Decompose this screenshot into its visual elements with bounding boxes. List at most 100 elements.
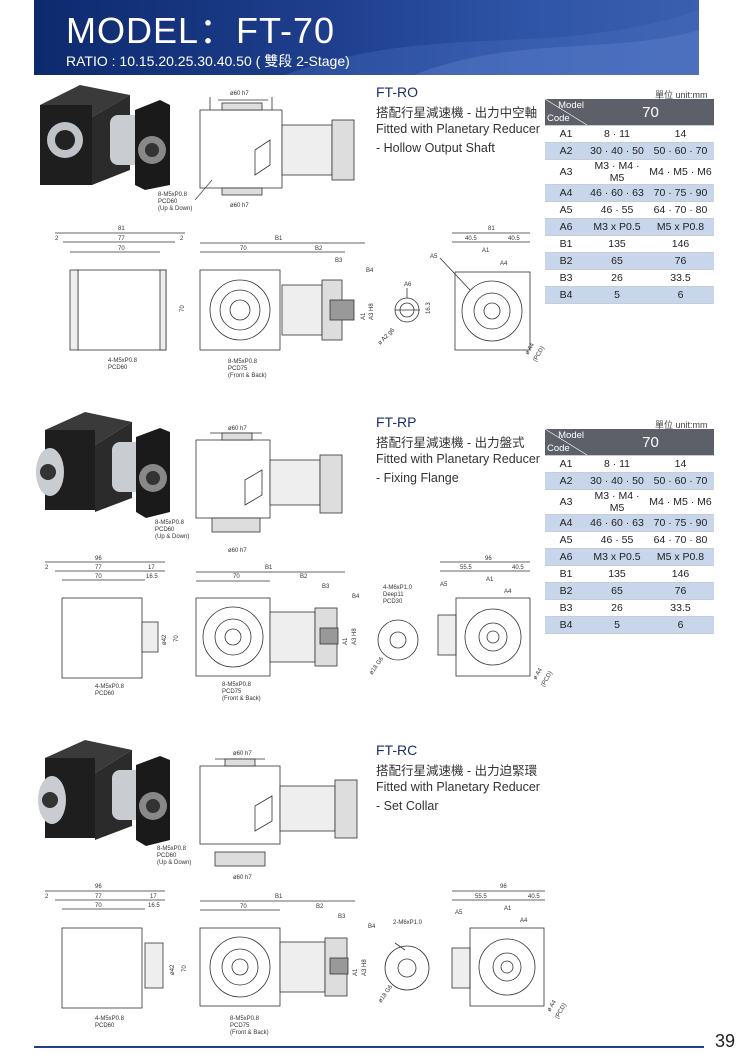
svg-text:A6: A6 xyxy=(404,282,412,288)
svg-text:A3 H8: A3 H8 xyxy=(352,628,358,645)
svg-text:96: 96 xyxy=(485,556,492,562)
svg-text:70: 70 xyxy=(95,574,102,580)
svg-text:8-M5xP0.8: 8-M5xP0.8 xyxy=(158,192,188,198)
section-code: FT-RC xyxy=(376,742,418,758)
section-ft-ro: FT-RO 搭配行星減速機 - 出力中空軸 Fitted with Planet… xyxy=(0,0,753,400)
svg-text:A5: A5 xyxy=(440,582,448,588)
svg-text:ø18 G6: ø18 G6 xyxy=(369,656,386,676)
section-en-line1: Fitted with Planetary Reducer xyxy=(376,780,540,794)
svg-text:B3: B3 xyxy=(335,258,343,264)
svg-text:8-M5xP0.8: 8-M5xP0.8 xyxy=(155,520,185,526)
section-en-line2: - Fixing Flange xyxy=(376,471,459,485)
svg-text:55.5: 55.5 xyxy=(475,894,487,900)
svg-text:ø42: ø42 xyxy=(162,634,168,645)
svg-text:(Up & Down): (Up & Down) xyxy=(155,534,189,540)
svg-text:ø A4: ø A4 xyxy=(547,999,559,1013)
svg-text:77: 77 xyxy=(118,236,125,242)
svg-text:ø60 h7: ø60 h7 xyxy=(228,548,247,554)
svg-text:A1: A1 xyxy=(353,968,359,976)
svg-text:A3 H8: A3 H8 xyxy=(362,959,368,976)
svg-text:ø60 h7: ø60 h7 xyxy=(233,875,252,881)
svg-text:A4: A4 xyxy=(500,261,508,267)
svg-text:4-M6xP1.0: 4-M6xP1.0 xyxy=(383,585,413,591)
footer-rule xyxy=(34,1046,704,1048)
svg-text:ø60 h7: ø60 h7 xyxy=(228,426,247,432)
svg-text:81: 81 xyxy=(118,226,125,232)
svg-text:(PCD): (PCD) xyxy=(555,1003,569,1020)
section-code: FT-RO xyxy=(376,84,418,100)
svg-text:ø A4: ø A4 xyxy=(525,342,537,356)
svg-text:8-M5xP0.8: 8-M5xP0.8 xyxy=(222,682,252,688)
svg-text:A3 H8: A3 H8 xyxy=(369,303,375,320)
svg-text:70: 70 xyxy=(240,246,247,252)
svg-text:(Front & Back): (Front & Back) xyxy=(222,696,261,702)
svg-text:A5: A5 xyxy=(455,910,463,916)
svg-text:96: 96 xyxy=(95,556,102,562)
svg-text:96: 96 xyxy=(500,884,507,890)
page-number: 39 xyxy=(715,1031,736,1051)
svg-text:PCD30: PCD30 xyxy=(383,599,403,605)
svg-text:PCD60: PCD60 xyxy=(155,527,175,533)
svg-text:ø60 h7: ø60 h7 xyxy=(230,91,249,97)
svg-text:ø60 h7: ø60 h7 xyxy=(233,751,252,757)
svg-text:ø60 h7: ø60 h7 xyxy=(230,203,249,209)
section-zh-title: 搭配行星減速機 - 出力中空軸 xyxy=(376,106,538,120)
svg-text:B1: B1 xyxy=(275,894,283,900)
unit-label: 單位 unit:mm xyxy=(655,90,708,100)
section-en-line1: Fitted with Planetary Reducer xyxy=(376,122,540,136)
svg-text:17: 17 xyxy=(148,565,155,571)
svg-text:PCD60: PCD60 xyxy=(95,1023,115,1029)
svg-text:77: 77 xyxy=(95,565,102,571)
product-render xyxy=(40,85,170,190)
svg-text:A1: A1 xyxy=(504,906,512,912)
svg-text:B2: B2 xyxy=(300,574,308,580)
svg-text:PCD75: PCD75 xyxy=(228,366,248,372)
header-wave-decoration xyxy=(284,10,699,75)
svg-text:55.5: 55.5 xyxy=(460,565,472,571)
svg-text:(PCD): (PCD) xyxy=(533,346,547,363)
product-render xyxy=(36,412,170,518)
model-title: MODEL：FT-70 xyxy=(66,10,336,51)
svg-text:(Front & Back): (Front & Back) xyxy=(230,1030,269,1036)
svg-text:B1: B1 xyxy=(265,565,273,571)
svg-text:70: 70 xyxy=(174,635,180,642)
svg-text:B4: B4 xyxy=(366,268,374,274)
svg-text:ø42: ø42 xyxy=(170,964,176,975)
svg-text:2: 2 xyxy=(45,894,49,900)
svg-text:2-M6xP1.0: 2-M6xP1.0 xyxy=(393,920,423,926)
svg-text:PCD75: PCD75 xyxy=(222,689,242,695)
section-en-line1: Fitted with Planetary Reducer xyxy=(376,452,540,466)
header-value: 70 xyxy=(587,99,714,126)
svg-text:40.5: 40.5 xyxy=(465,236,477,242)
svg-text:70: 70 xyxy=(180,305,186,312)
svg-text:B3: B3 xyxy=(338,914,346,920)
svg-text:B2: B2 xyxy=(315,246,323,252)
svg-text:B3: B3 xyxy=(322,584,330,590)
header-value: 70 xyxy=(587,429,714,456)
svg-text:8-M5xP0.8: 8-M5xP0.8 xyxy=(230,1016,260,1022)
svg-text:81: 81 xyxy=(488,226,495,232)
svg-text:A1: A1 xyxy=(361,312,367,320)
svg-text:4-M5xP0.8: 4-M5xP0.8 xyxy=(95,684,125,690)
svg-text:(Up & Down): (Up & Down) xyxy=(157,860,191,866)
svg-text:40.5: 40.5 xyxy=(528,894,540,900)
svg-text:ø A2 g6: ø A2 g6 xyxy=(377,327,396,346)
product-render xyxy=(38,740,170,846)
section-zh-title: 搭配行星減速機 - 出力迫緊環 xyxy=(376,764,538,778)
svg-text:16.3: 16.3 xyxy=(426,302,432,314)
svg-text:PCD60: PCD60 xyxy=(158,199,178,205)
svg-text:B2: B2 xyxy=(316,904,324,910)
svg-text:8-M5xP0.8: 8-M5xP0.8 xyxy=(157,846,187,852)
svg-text:A5: A5 xyxy=(430,254,438,260)
svg-text:70: 70 xyxy=(240,904,247,910)
svg-text:B4: B4 xyxy=(368,924,376,930)
svg-text:(Front & Back): (Front & Back) xyxy=(228,373,267,379)
svg-text:ø A4: ø A4 xyxy=(533,667,545,681)
svg-text:A4: A4 xyxy=(520,918,528,924)
svg-text:A4: A4 xyxy=(504,589,512,595)
svg-text:4-M5xP0.8: 4-M5xP0.8 xyxy=(95,1016,125,1022)
